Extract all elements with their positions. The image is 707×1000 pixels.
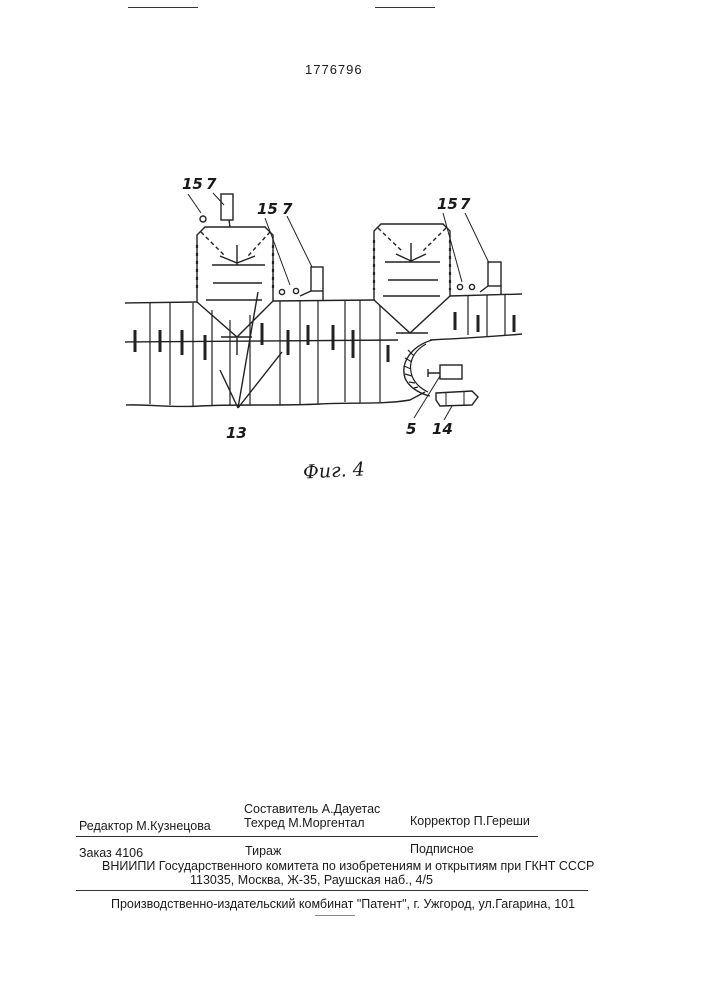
machine-5 (440, 365, 462, 379)
callout-15-mid: 15 (257, 200, 278, 218)
compiler-line: Составитель А.Дауетас (244, 802, 380, 816)
sensor-15-right-b (469, 284, 474, 289)
order-number: Заказ 4106 (79, 846, 143, 860)
machine-14 (436, 391, 478, 406)
callout-7-left: 7 (206, 175, 216, 193)
publisher-org: ВНИИПИ Государственного комитета по изоб… (102, 859, 594, 873)
ground-line-right (450, 294, 522, 296)
sensor-15-left (200, 216, 206, 222)
cell-marks (135, 312, 514, 362)
rotor (404, 340, 432, 396)
publisher-address: 113035, Москва, Ж-35, Раушская наб., 4/5 (190, 873, 433, 887)
callout-13: 13 (226, 424, 247, 442)
device-7-right (488, 262, 501, 286)
circulation-label: Тираж (245, 844, 281, 858)
callout-7-mid: 7 (282, 200, 292, 218)
device-7-left (221, 194, 233, 220)
callout-5: 5 (406, 420, 416, 438)
center-axis (125, 334, 522, 342)
sensor-15-right-a (457, 284, 462, 289)
callout-15-left: 15 (182, 175, 203, 193)
figure-caption: Фиг. 4 (302, 458, 365, 483)
ground-line-mid (273, 300, 374, 301)
sensor-15-mid-a (279, 289, 284, 294)
imprint-rule-top (76, 836, 538, 837)
subscription-label: Подписное (410, 842, 474, 856)
corrector-line: Корректор П.Гереши (410, 814, 530, 828)
editor-line: Редактор М.Кузнецова (79, 819, 211, 833)
printer-line: Производственно-издательский комбинат "П… (111, 897, 575, 911)
callout-15-right: 15 (437, 195, 458, 213)
ground-line-left (125, 302, 197, 303)
partitions (150, 295, 505, 406)
sensor-15-mid-b (293, 288, 298, 293)
bottom-short-rule (315, 915, 355, 916)
techred-line: Техред М.Моргентал (244, 816, 365, 830)
imprint-rule-bottom (76, 890, 588, 891)
callout-7-right: 7 (460, 195, 470, 213)
leader-13 (220, 292, 282, 408)
device-7-mid (311, 267, 323, 291)
callout-14: 14 (432, 420, 453, 438)
bunker-right (374, 224, 450, 333)
